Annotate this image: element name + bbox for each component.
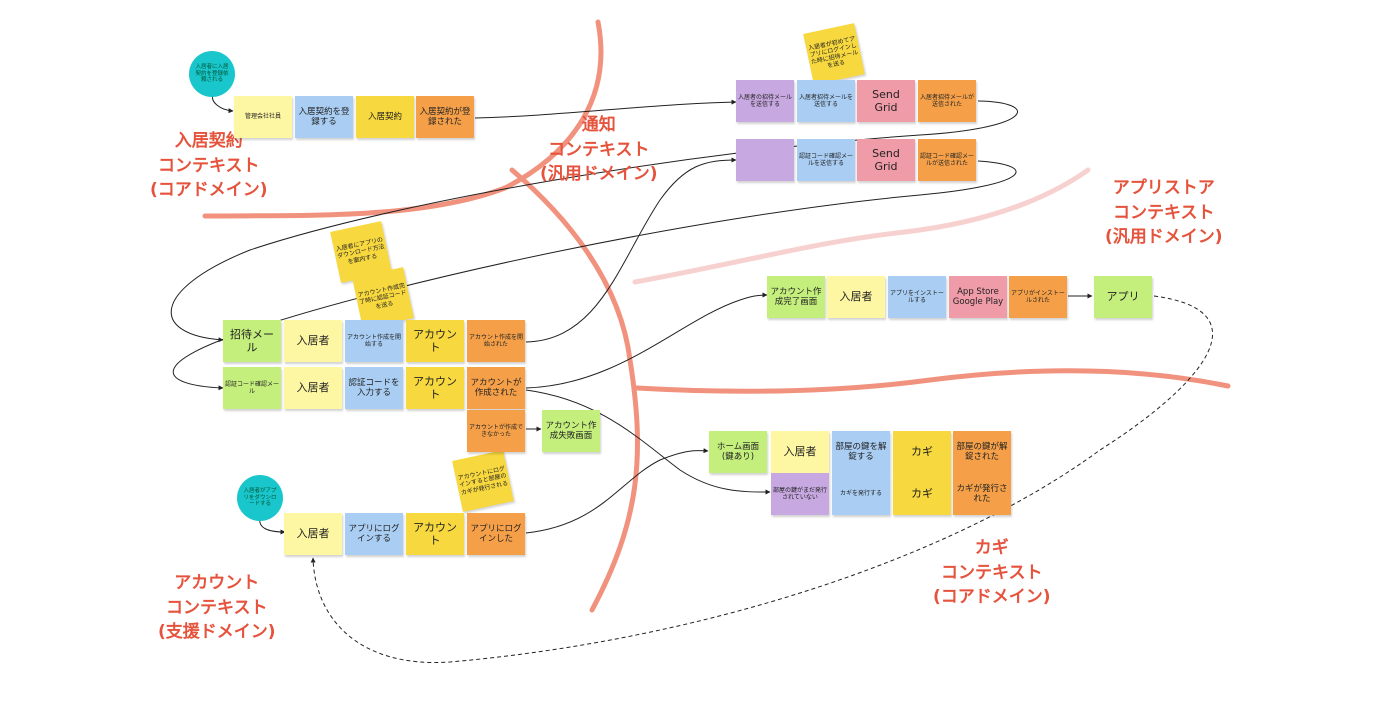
read-model-sticky: アカウント作成完了画面 — [767, 276, 825, 318]
flow-account-start-to-auth — [525, 157, 737, 343]
context-label-notification: 通知 コンテキスト (汎用ドメイン) — [540, 115, 658, 185]
command-sticky: カギを発行する — [832, 473, 890, 515]
actor-sticky: 入居者 — [284, 320, 342, 362]
flow-auth-to-mail — [172, 160, 1017, 391]
event-sticky: アカウント作成を開始された — [467, 320, 525, 362]
note-sticky: 入居者が初めてアプリにログインした時に招待メールを送る — [803, 23, 865, 85]
context-label-account: アカウント コンテキスト (支援ドメイン) — [158, 573, 276, 643]
command-sticky: 認証コード確認メールを送信する — [797, 139, 855, 181]
policy-sticky: 部屋の鍵がまだ発行されていない — [771, 473, 829, 515]
actor-sticky: 管理会社社員 — [234, 96, 292, 138]
aggregate-sticky: アカウント — [406, 320, 464, 362]
boundary-line-appstore — [632, 167, 1091, 285]
flow-account-created-to-issue — [525, 389, 771, 495]
aggregate-sticky: カギ — [893, 473, 951, 515]
command-sticky: 部屋の鍵を解錠する — [832, 431, 890, 473]
flow-contract-to-invite — [474, 99, 737, 119]
actor-sticky: 入居者 — [771, 431, 829, 473]
context-label-key: カギ コンテキスト (コアドメイン) — [933, 538, 1051, 608]
actor-sticky: 入居者 — [284, 367, 342, 409]
read-model-sticky: アカウント作成失敗画面 — [542, 410, 600, 452]
flow-invite-to-mail — [170, 100, 1018, 343]
event-sticky: 入居契約が登録された — [416, 96, 474, 138]
policy-sticky — [736, 139, 794, 181]
event-sticky: アプリにログインした — [467, 513, 525, 555]
event-sticky: アカウントが作成できなかった — [467, 410, 525, 452]
external-system-sticky: Send Grid — [857, 80, 915, 122]
event-sticky: 認証コード確認メールが送信された — [918, 139, 976, 181]
read-model-sticky: 招待メール — [223, 320, 281, 362]
external-system-sticky: Send Grid — [857, 139, 915, 181]
external-system-sticky: App Store Google Play — [949, 276, 1007, 318]
boundary-line-key — [634, 368, 1231, 394]
trigger-circle-download: 入居者がアプリをダウンロードする — [237, 475, 283, 521]
aggregate-sticky: 入居契約 — [356, 96, 414, 138]
command-sticky: アプリをインストールする — [888, 276, 946, 318]
policy-sticky: 入居者の招待メールを送信する — [736, 80, 794, 122]
context-label-contract: 入居契約 コンテキスト (コアドメイン) — [150, 131, 268, 201]
command-sticky: アプリにログインする — [345, 513, 403, 555]
read-model-sticky: 認証コード確認メール — [223, 367, 281, 409]
event-sticky: カギが発行された — [953, 473, 1011, 515]
aggregate-sticky: アカウント — [406, 367, 464, 409]
aggregate-sticky: カギ — [893, 431, 951, 473]
actor-sticky: 入居者 — [827, 276, 885, 318]
read-model-sticky: アプリ — [1094, 276, 1152, 318]
command-sticky: 認証コードを入力する — [345, 367, 403, 409]
event-sticky: 部屋の鍵が解錠された — [953, 431, 1011, 473]
command-sticky: 入居契約を登録する — [295, 96, 353, 138]
event-sticky: アプリがインストールされた — [1009, 276, 1067, 318]
boundary-line-vertical — [509, 167, 640, 613]
flow-login-to-home — [525, 448, 709, 534]
actor-sticky: 入居者 — [284, 513, 342, 555]
command-sticky: アカウント作成を開始する — [345, 320, 403, 362]
event-sticky: 入居者招待メールが送信された — [918, 80, 976, 122]
flow-app-to-login-dashed — [310, 295, 1214, 663]
flow-account-created-to-complete — [525, 292, 768, 389]
context-label-appstore: アプリストア コンテキスト (汎用ドメイン) — [1105, 178, 1223, 248]
read-model-sticky: ホーム画面 (鍵あり) — [709, 431, 767, 473]
command-sticky: 入居者招待メールを送信する — [797, 80, 855, 122]
event-sticky: アカウントが作成された — [467, 367, 525, 409]
trigger-circle-contract: 入居者に入居契約を登録依頼される — [189, 51, 235, 97]
aggregate-sticky: アカウント — [406, 513, 464, 555]
note-sticky: アカウントにログインすると部屋のカギが発行される — [452, 450, 514, 512]
